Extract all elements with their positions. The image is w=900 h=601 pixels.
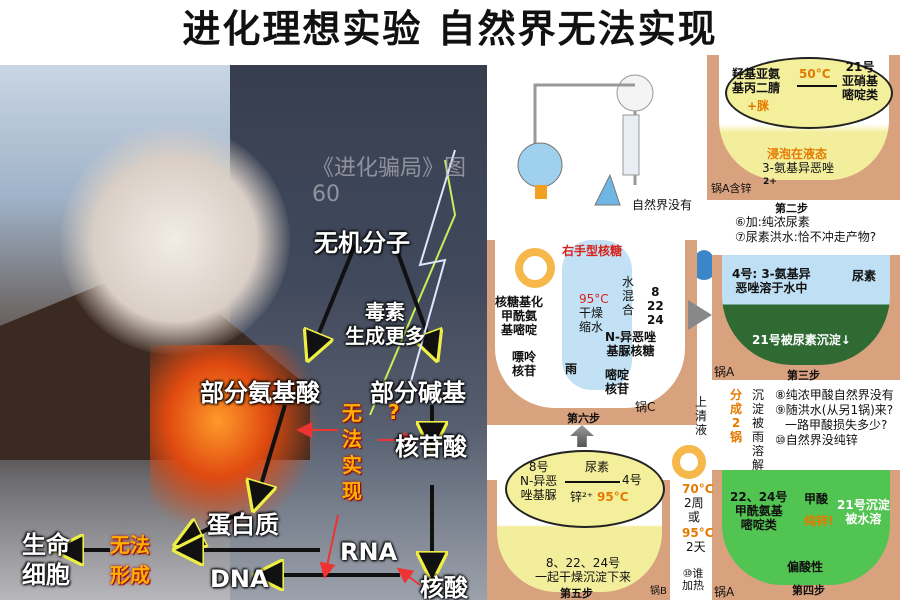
step6-nums: 8 22 24 [647, 285, 664, 327]
label-inorganic: 无机分子 [314, 229, 410, 257]
label-rna: RNA [340, 538, 398, 566]
step4-acidic: 偏酸性 [787, 560, 824, 574]
heat-who: ⑩谁 加热 [682, 567, 704, 592]
step2-soak: 浸泡在液态 [767, 147, 828, 161]
step3-pot: 4号: 3-氨基异 恶唑溶于水中 尿素 21号被尿素沉淀↓ 锅A 第三步 [712, 255, 900, 382]
step5-precip: 8、22、24号 一起干燥沉淀下来 [535, 556, 632, 584]
step6-dry: 干燥 缩水 [579, 306, 604, 334]
dissolve-label: 沉 淀 被 雨 溶 解 [752, 388, 765, 472]
note-8: ⑧纯浓甲酸自然界没有 [775, 388, 894, 402]
label-toxins: 毒素 生成更多 [345, 300, 425, 348]
step2-zn: 2+ [763, 177, 777, 187]
smoke-cloud [60, 125, 290, 355]
step6-water-mix: 水 混 合 [622, 275, 635, 317]
note-9b: 一路甲酸损失多少? [785, 418, 888, 432]
step6-sugar: 右手型核糖 [562, 244, 623, 258]
arrow-icon [797, 85, 837, 87]
note-7: ⑦尿素洪水:恰不冲走产物? [735, 230, 877, 244]
step4-src: 21号沉淀 被水溶 [837, 498, 890, 526]
arrow-right-icon [688, 300, 712, 330]
page-title: 进化理想实验 自然界无法实现 [182, 7, 718, 51]
step2-pot-label: 锅A含锌 [711, 182, 752, 195]
split-label: 分 成 2 锅 [730, 388, 743, 444]
step2-pot: 羟基亚氨 基丙二腈 +脒 50°C 21号 亚硝基 嘧啶类 浸泡在液态 3-氨基… [707, 55, 900, 200]
label-amino-acids: 部分氨基酸 [200, 379, 320, 407]
step6-right: N-异恶唑 基脲核糖 [605, 330, 657, 358]
step4-pot-label: 锅A [714, 585, 735, 599]
note-6: ⑥加:纯浓尿素 [735, 215, 810, 229]
step6-pot: 右手型核糖 水 混 合 8 22 24 95°C 干燥 缩水 核糖基化 甲酰氨 … [487, 240, 697, 425]
step6-pot-label: 锅C [635, 400, 656, 414]
step5-src: 4号 [622, 473, 642, 487]
heat-t1: 70°C [682, 482, 714, 496]
volcano-photo: 《进化骗局》图60 无机分子 毒素 生成更多 部分氨基酸 部分碱基 ? 无法实现… [0, 65, 487, 600]
heat-t2: 95°C [682, 526, 714, 540]
step3-text: 4号: 3-氨基异 恶唑溶于水中 [732, 267, 811, 295]
step4-acid: 甲酸 [804, 492, 829, 506]
label-cannot-form: 无法 形成 [110, 533, 150, 587]
step4-zinc: 纯锌! [804, 514, 834, 528]
step5-urea: 尿素 [585, 460, 610, 474]
step4-pot: 22、24号 甲酰氨基 嘧啶类 甲酸 纯锌! 21号沉淀 被水溶 偏酸性 锅A … [712, 470, 900, 600]
note-9: ⑨随洪水(从另1锅)来? [775, 403, 894, 417]
note-10: ⑩自然界没纯锌 [775, 433, 858, 447]
step3-pot-label: 锅A [714, 365, 735, 379]
step6-label: 第六步 [567, 412, 600, 425]
nature-none-label: 自然界没有 [632, 198, 693, 212]
step2-temp: 50°C [799, 67, 831, 81]
step2-product: 21号 亚硝基 嘧啶类 [842, 60, 879, 102]
step5-temp: 95°C [597, 490, 629, 504]
label-bases: 部分碱基 [370, 379, 466, 407]
step5-label: 第五步 [560, 587, 593, 600]
step3-urea: 尿素 [852, 269, 877, 283]
step6-left: 核糖基化 甲酰氨 基嘧啶 [495, 295, 544, 337]
arrow-icon [565, 481, 620, 483]
step6-rain: 雨 [565, 362, 578, 376]
heat-d1: 2周 或 [684, 496, 704, 524]
step5-zn: 锌²⁺ [570, 490, 594, 504]
step5-oval [505, 450, 665, 528]
step6-pyrimidine: 嘧啶 核苷 [605, 368, 630, 396]
step5-product: 8号 N-异恶 唑基脲 [520, 460, 558, 502]
step2-label: 第二步 [775, 202, 808, 215]
heat-d2: 2天 [686, 540, 706, 554]
step2-compound: 3-氨基异恶唑 [762, 161, 834, 175]
label-question: ? [388, 400, 400, 424]
label-impossible: 无法实现 [342, 401, 362, 503]
sun-icon [672, 445, 706, 479]
arrow-up-icon [570, 425, 594, 447]
step6-temp: 95°C [579, 292, 609, 306]
flow-arrows [0, 149, 457, 600]
supernatant-label: 上 清 液 [695, 395, 708, 437]
label-protein: 蛋白质 [207, 511, 279, 539]
step4-product: 22、24号 甲酰氨基 嘧啶类 [730, 490, 788, 532]
watermark: 《进化骗局》图60 [312, 156, 467, 207]
miller-apparatus-illustration [517, 74, 654, 206]
label-nucleic-acid: 核酸 [420, 574, 468, 600]
step2-reactant: 羟基亚氨 基丙二腈 [732, 67, 781, 95]
label-life-cell: 生命 细胞 [22, 531, 70, 589]
step5-pot-label: 锅B [650, 586, 667, 597]
label-dna: DNA [210, 565, 269, 593]
label-nucleotides: 核苷酸 [395, 433, 467, 461]
step3-label: 第三步 [787, 369, 820, 382]
step3-precip: 21号被尿素沉淀↓ [752, 333, 851, 347]
step2-plus: +脒 [747, 99, 770, 113]
step4-label: 第四步 [792, 584, 825, 597]
step6-purine: 嘌呤 核苷 [512, 350, 537, 378]
lava-flow [150, 345, 320, 535]
